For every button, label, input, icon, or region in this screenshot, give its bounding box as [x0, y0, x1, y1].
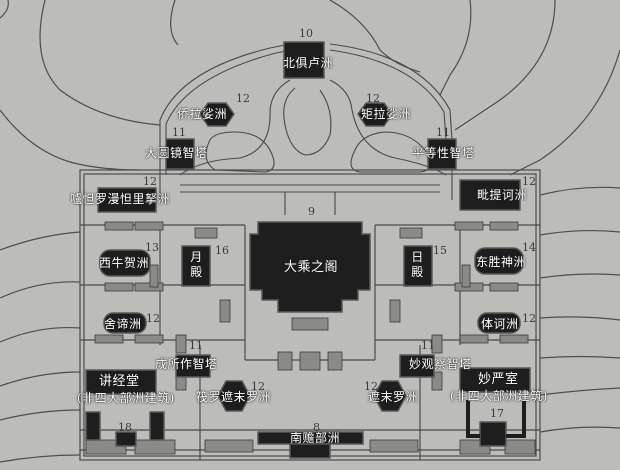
building-number-11-nw: 11 — [172, 126, 186, 139]
label-miaoyanshi: 妙严室 — [478, 372, 519, 387]
label-jiangjingtang: 讲经堂 — [99, 374, 140, 389]
label-faluozhemoluozhou: 筏罗遮末罗洲 — [196, 390, 272, 404]
building-number-12-ne: 12 — [366, 92, 380, 105]
label-lutaluomantalinazhou: 嚧怛罗漫怛里拏洲 — [70, 192, 171, 206]
label-shedizhou: 舍谛洲 — [104, 317, 142, 331]
label-yuedian: 月殿 — [190, 250, 203, 279]
building-number-14: 14 — [522, 241, 536, 254]
building-number-16: 16 — [215, 244, 229, 257]
label-qiaolasuozhou: 侨拉娑洲 — [177, 107, 228, 121]
label-miaoyanshi-note: (非四大部洲建筑) — [450, 389, 548, 403]
label-miaoguancha-zhita: 妙观察智塔 — [409, 357, 472, 371]
label-pitihezhou: 毗提诃洲 — [477, 188, 528, 202]
building-number-18: 18 — [118, 421, 132, 434]
building-number-11-se: 11 — [421, 339, 435, 352]
building-number-12-se: 12 — [522, 312, 536, 325]
building-number-11-sw: 11 — [189, 339, 203, 352]
building-number-12-w: 12 — [143, 175, 157, 188]
building-number-12-sw: 12 — [146, 312, 160, 325]
building-number-12-sse: 12 — [364, 380, 378, 393]
building-number-13: 13 — [145, 241, 159, 254]
building-number-12-e: 12 — [522, 175, 536, 188]
building-number-15: 15 — [433, 244, 447, 257]
building-number-12-ssw: 12 — [251, 380, 265, 393]
building-number-17: 17 — [490, 407, 504, 420]
label-jiangjingtang-note: (非四大部洲建筑) — [77, 391, 175, 405]
building-number-9: 9 — [308, 205, 315, 218]
building-number-12-nw: 12 — [236, 92, 250, 105]
label-zhemoluozhou: 遮末罗洲 — [368, 390, 419, 404]
building-10 — [283, 41, 325, 79]
label-beijuluzhou: 北俱卢洲 — [283, 56, 334, 70]
building-number-8: 8 — [313, 421, 320, 434]
building-number-10: 10 — [299, 27, 313, 40]
label-xiniuhezhou: 西牛贺洲 — [99, 256, 150, 270]
label-julasuozhou: 矩拉娑洲 — [361, 107, 412, 121]
label-nanzhanbuzhou: 南赡部洲 — [290, 431, 341, 445]
building-number-11-ne: 11 — [436, 126, 450, 139]
label-tihezhou: 体诃洲 — [481, 317, 519, 331]
label-dachengzhige: 大乘之阁 — [284, 260, 339, 275]
label-dongshengshenzhou: 东胜神洲 — [476, 255, 527, 269]
label-dayuanjing-zhita: 大圆镜智塔 — [145, 146, 208, 160]
label-chengsuozuo-zhita: 成所作智塔 — [155, 357, 218, 371]
label-ridian: 日殿 — [411, 250, 424, 279]
label-pingdengxing-zhita: 平等性智塔 — [412, 146, 475, 160]
